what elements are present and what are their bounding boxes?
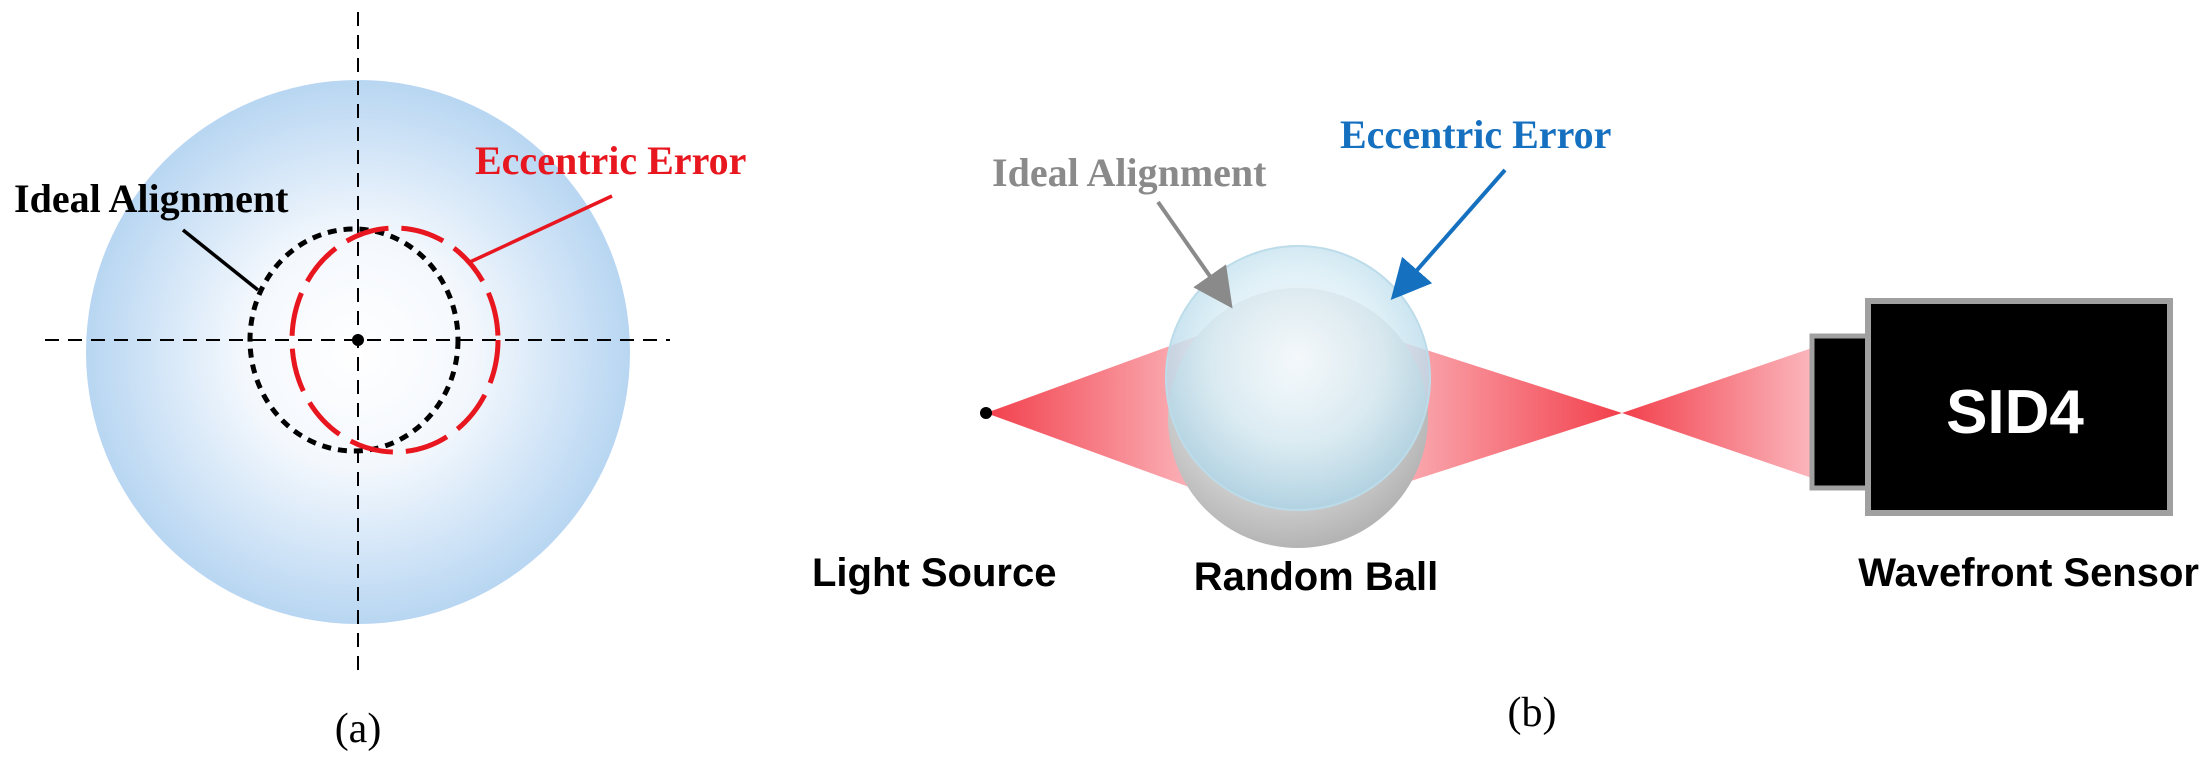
sensor-model-label: SID4 <box>1946 378 2084 447</box>
eccentric-error-leader <box>469 194 613 264</box>
eccentric-error-label-b: Eccentric Error <box>1340 112 1611 157</box>
panel-a-caption: (a) <box>335 706 382 752</box>
wavefront-sensor-label: Wavefront Sensor <box>1858 551 2199 595</box>
ideal-alignment-leader <box>181 228 260 292</box>
panel-b-caption: (b) <box>1508 690 1557 736</box>
ideal-alignment-label-b: Ideal Alignment <box>992 150 1267 195</box>
eccentric-error-label: Eccentric Error <box>475 138 746 183</box>
eccentric-error-arrow <box>1390 168 1507 301</box>
ideal-alignment-circle <box>247 226 461 454</box>
center-point <box>352 334 364 346</box>
eccentric-error-circle <box>289 225 501 455</box>
sensor-body <box>1865 298 2173 516</box>
panel-b: Ideal Alignment Eccentric Error SID4 Lig… <box>812 112 2199 736</box>
sensor-beam <box>1622 348 1812 478</box>
light-source-label: Light Source <box>812 551 1056 595</box>
refracted-beam <box>1380 335 1622 491</box>
incident-beam <box>986 335 1200 491</box>
light-source-point <box>980 407 992 419</box>
sensor-lens <box>1809 333 1871 491</box>
random-ball-label: Random Ball <box>1194 555 1438 599</box>
random-ball-eccentric <box>1165 245 1431 511</box>
lens-disk <box>86 80 630 624</box>
ideal-alignment-label: Ideal Alignment <box>14 176 289 221</box>
ideal-alignment-arrow <box>1156 200 1233 309</box>
panel-a: Ideal Alignment Eccentric Error (a) <box>14 12 746 752</box>
